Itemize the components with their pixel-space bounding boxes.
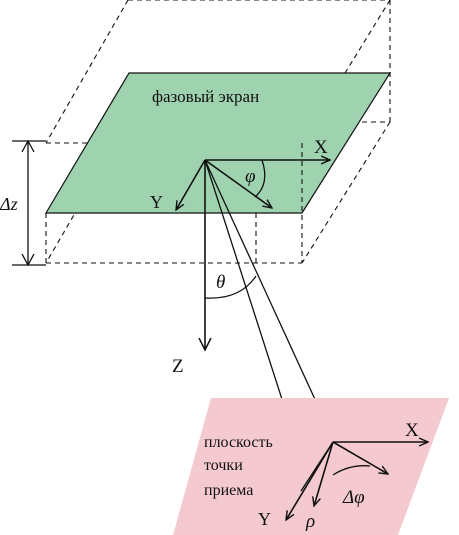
theta-label: θ	[216, 272, 225, 293]
receiver-plane-label-line3: приема	[204, 482, 253, 499]
axis-y2-label: Y	[258, 509, 271, 529]
phase-screen-plane	[44, 72, 392, 214]
receiver-axes	[286, 442, 428, 520]
delta-z-label: Δz	[0, 194, 18, 214]
axis-x2-label: X	[405, 420, 419, 441]
source-axes	[176, 160, 330, 350]
receiver-plane-label-line2: точки	[204, 457, 243, 474]
delta-phi-label: Δφ	[342, 487, 365, 508]
delta-z-bracket	[12, 139, 46, 267]
axis-z-label: Z	[172, 356, 184, 377]
receiver-plane	[173, 398, 449, 535]
phi-label: φ	[245, 166, 256, 187]
phase-screen-label: фазовый экран	[152, 87, 259, 106]
axis-x-label: X	[314, 137, 328, 158]
rho-label: ρ	[305, 511, 315, 532]
axis-y-label: Y	[150, 192, 163, 212]
receiver-plane-label-line1: плоскость	[204, 434, 273, 451]
lower-dashed-box	[45, 143, 303, 264]
